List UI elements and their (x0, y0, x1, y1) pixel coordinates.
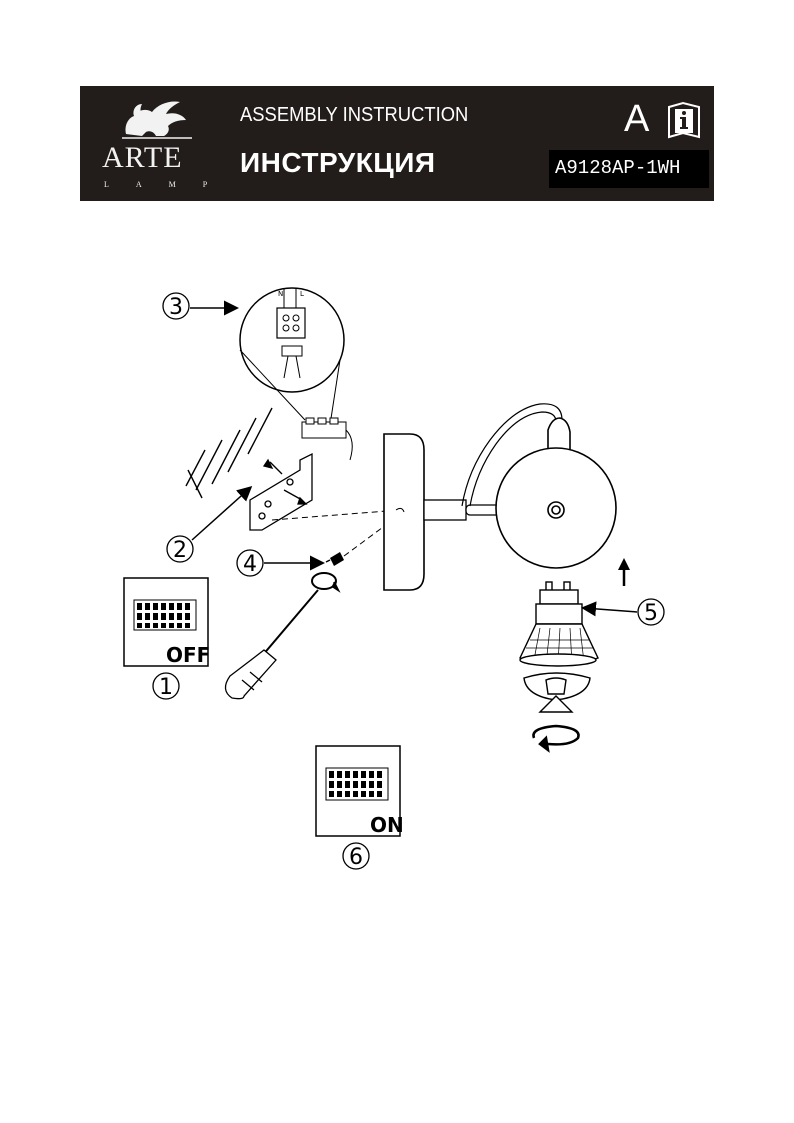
step-2-number: 2 (173, 538, 187, 563)
brand-subtitle: LAMP (104, 180, 235, 189)
terminal-n-label: N (278, 290, 283, 298)
step-6-callout: 6 (342, 842, 370, 870)
dashed-guides (271, 509, 401, 557)
gu10-bulb (519, 581, 599, 667)
arrow-up-icon (618, 558, 630, 586)
model-code: A9128AP-1WH (555, 157, 681, 179)
screw (325, 552, 344, 566)
step-1-callout: 1 (152, 672, 180, 700)
lion-logo-icon (122, 101, 192, 139)
step-2-callout: 2 (166, 485, 253, 563)
title-russian: ИНСТРУКЦИЯ (240, 147, 436, 178)
step-3-number: 3 (169, 295, 183, 320)
title-english: ASSEMBLY INSTRUCTION (240, 104, 469, 126)
screwdriver-icon (224, 589, 319, 700)
step-6-number: 6 (349, 845, 363, 870)
terminal-l-label: L (300, 290, 304, 298)
terminal-detail: N L (239, 287, 345, 426)
retaining-ring (523, 672, 591, 713)
wall-hatching (185, 407, 273, 499)
step-3-callout: 3 (162, 292, 239, 320)
step-1-number: 1 (159, 675, 173, 700)
rotate-arrow-icon (532, 724, 580, 753)
step-4-number: 4 (243, 552, 257, 577)
circuit-breaker-icon: ON (315, 745, 404, 837)
mounting-bracket (249, 452, 313, 531)
document-letter: A (624, 98, 650, 140)
header-banner: ARTE LAMP ASSEMBLY INSTRUCTION ИНСТРУКЦИ… (80, 86, 714, 201)
step-5-callout: 5 (581, 598, 665, 626)
rotate-arrow-icon (311, 572, 341, 593)
switch-on-label: ON (370, 813, 404, 837)
terminal-block (301, 417, 353, 461)
lamp-shade (495, 417, 617, 569)
switch-off-label: OFF (166, 643, 210, 667)
info-book-icon (668, 101, 700, 139)
power-cord (461, 403, 563, 507)
canopy (383, 433, 425, 591)
step-4-callout: 4 (236, 549, 325, 577)
circuit-breaker-icon: OFF (123, 577, 210, 667)
model-code-box: A9128AP-1WH (549, 150, 709, 188)
brand-name: ARTE (102, 141, 183, 174)
step-5-number: 5 (644, 601, 658, 626)
